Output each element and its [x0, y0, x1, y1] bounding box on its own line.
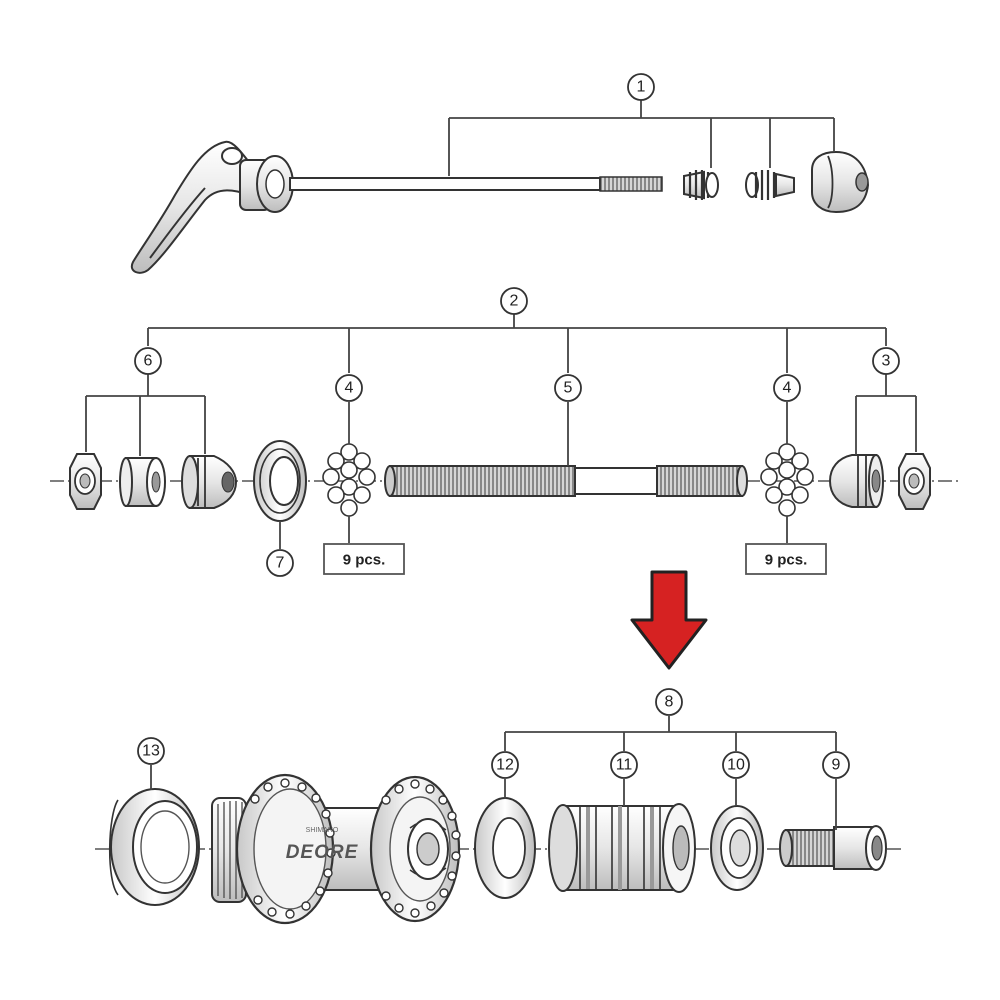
dust-seal	[253, 440, 307, 522]
svg-text:2: 2	[510, 293, 519, 310]
callout-9: 9	[822, 751, 850, 779]
lock-ring	[108, 788, 200, 906]
svg-text:4: 4	[783, 380, 792, 397]
callout-8: 8	[655, 688, 683, 716]
right-quantity-text: 9 pcs.	[765, 552, 808, 569]
svg-text:11: 11	[616, 757, 633, 774]
svg-text:9: 9	[832, 757, 841, 774]
callout-3: 3	[872, 347, 900, 375]
svg-text:4: 4	[345, 380, 354, 397]
freehub-bearing	[710, 805, 764, 891]
callout-13: 13	[137, 737, 165, 765]
svg-text:6: 6	[144, 353, 153, 370]
right-cone	[828, 454, 884, 508]
left-cone	[181, 455, 238, 509]
hub-shell: SHIMANO DEORE	[211, 773, 461, 925]
callout-5: 5	[554, 374, 582, 402]
svg-text:12: 12	[496, 757, 514, 774]
left-spacer	[119, 457, 166, 507]
callout-2: 2	[500, 287, 528, 315]
svg-text:10: 10	[727, 757, 745, 774]
axle-assembly	[50, 314, 960, 549]
hub-model-text: DEORE	[286, 842, 359, 863]
callout-1: 1	[627, 73, 655, 101]
hub-maker-text: SHIMANO	[306, 827, 339, 834]
callout-4-left: 4	[335, 374, 363, 402]
right-quantity-label: 9 pcs.	[745, 543, 827, 575]
svg-text:1: 1	[637, 79, 646, 96]
svg-text:3: 3	[882, 353, 891, 370]
callout-6: 6	[134, 347, 162, 375]
quick-release-skewer	[130, 87, 870, 274]
right-ball-bearings	[760, 443, 814, 517]
right-lock-nut	[898, 453, 931, 510]
left-ball-bearings	[322, 443, 376, 517]
svg-text:7: 7	[276, 555, 285, 572]
svg-text:13: 13	[142, 743, 160, 760]
spacer-washer	[474, 797, 536, 899]
svg-text:8: 8	[665, 694, 674, 711]
hub-axle	[384, 465, 748, 497]
down-arrow-icon	[630, 570, 708, 670]
right-flange-spoke-holes	[381, 779, 461, 918]
skewer-spring-1	[683, 170, 719, 200]
skewer-adjusting-nut	[811, 150, 870, 214]
skewer-spring-2	[745, 170, 795, 200]
freehub-assembly: SHIMANO DEORE	[95, 716, 905, 925]
skewer-rod-thread	[599, 176, 663, 192]
callout-7: 7	[266, 549, 294, 577]
skewer-rod	[289, 177, 601, 191]
fixing-bolt	[779, 825, 887, 871]
freehub-body	[548, 803, 696, 893]
callout-12: 12	[491, 751, 519, 779]
callout-4-right: 4	[773, 374, 801, 402]
left-quantity-text: 9 pcs.	[343, 552, 386, 569]
left-lock-nut	[69, 453, 102, 510]
left-flange-spoke-holes	[250, 778, 336, 919]
svg-text:5: 5	[564, 380, 573, 397]
callout-10: 10	[722, 751, 750, 779]
callout-11: 11	[610, 751, 638, 779]
left-quantity-label: 9 pcs.	[323, 543, 405, 575]
